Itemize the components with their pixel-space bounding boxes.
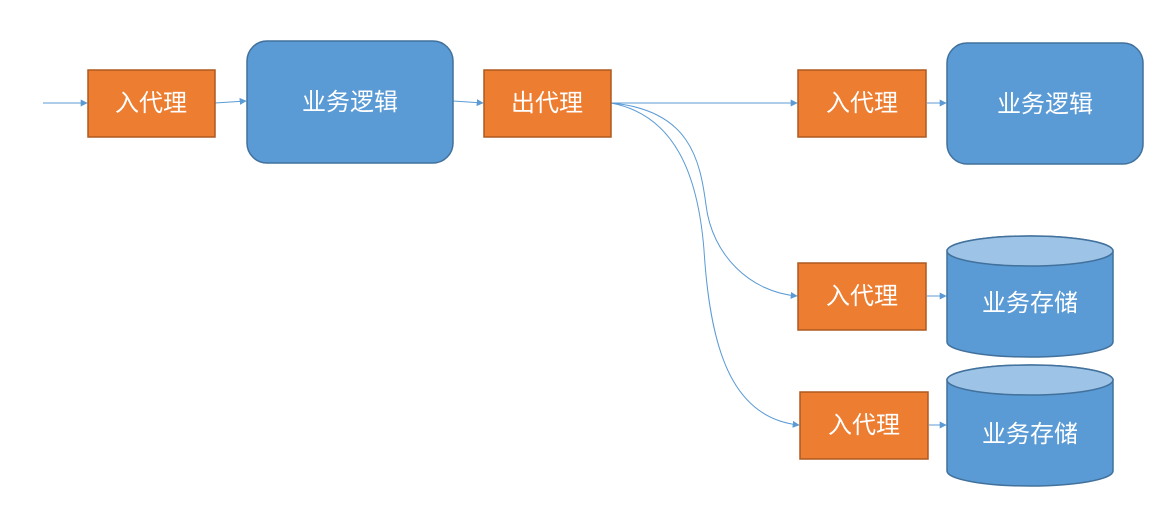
logic-node: 业务逻辑 bbox=[246, 40, 454, 164]
edge-logic-1-to-out-proxy bbox=[452, 99, 484, 107]
in-proxy-2-label: 入代理 bbox=[826, 89, 898, 117]
out-proxy-node: 出代理 bbox=[483, 69, 612, 138]
logic-node: 业务逻辑 bbox=[946, 42, 1144, 165]
in-proxy-3-label: 入代理 bbox=[826, 282, 898, 310]
logic-2-box bbox=[946, 42, 1144, 165]
edge-in-proxy-1-to-logic-1 bbox=[214, 97, 247, 105]
storage-node: 业务存储 bbox=[946, 235, 1114, 358]
edges bbox=[43, 97, 947, 429]
storage-1-top bbox=[946, 235, 1114, 267]
storage-node: 业务存储 bbox=[946, 364, 1114, 487]
in-proxy-1-label: 入代理 bbox=[115, 89, 187, 117]
in-proxy-1-box bbox=[87, 69, 216, 138]
in-proxy-3-box bbox=[797, 262, 927, 331]
edge-out-proxy-to-in-proxy-4 bbox=[610, 102, 800, 428]
in-proxy-2-box bbox=[797, 69, 927, 138]
storage-2-label: 业务存储 bbox=[982, 420, 1078, 448]
storage-2-top bbox=[946, 364, 1114, 396]
in-proxy-node: 入代理 bbox=[797, 69, 927, 138]
out-proxy-label: 出代理 bbox=[511, 89, 583, 117]
logic-2-label: 业务逻辑 bbox=[997, 90, 1093, 118]
in-proxy-node: 入代理 bbox=[799, 391, 929, 460]
out-proxy-box bbox=[483, 69, 612, 138]
in-proxy-node: 入代理 bbox=[797, 262, 927, 331]
in-proxy-4-label: 入代理 bbox=[828, 411, 900, 439]
in-proxy-node: 入代理 bbox=[87, 69, 216, 138]
in-proxy-4-box bbox=[799, 391, 929, 460]
logic-1-label: 业务逻辑 bbox=[302, 88, 398, 116]
storage-1-label: 业务存储 bbox=[982, 289, 1078, 317]
edge-out-proxy-to-in-proxy-3 bbox=[610, 102, 798, 299]
logic-1-box bbox=[246, 40, 454, 164]
